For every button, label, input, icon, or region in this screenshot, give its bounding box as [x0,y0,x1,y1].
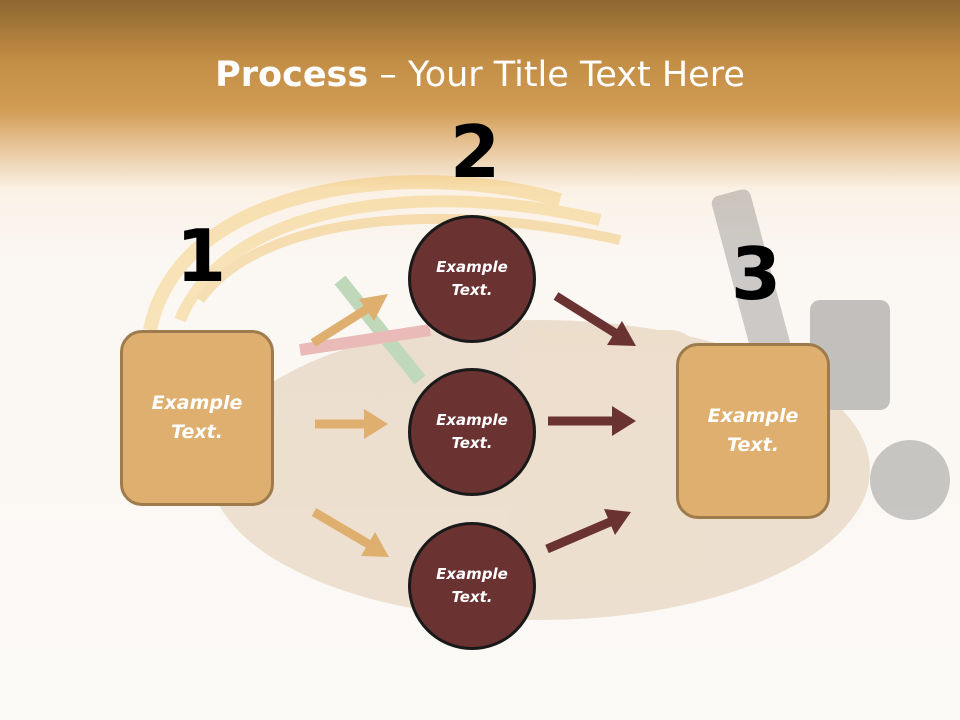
circle-top-text: Example Text. [436,258,508,299]
arrow-middle-to-right [548,406,636,436]
circle-middle-text: Example Text. [436,411,508,452]
arrow-left-to-bottom [311,508,389,557]
arrow-top-to-right [553,292,636,346]
circle-bottom-text: Example Text. [436,565,508,606]
arrow-bottom-to-right [545,509,631,554]
left-box-text: Example Text. [151,392,243,443]
step-number-3: 3 [731,232,782,316]
title-rest: – Your Title Text Here [368,55,745,95]
step-number-2: 2 [450,110,501,194]
right-process-box: Example Text. [676,343,830,519]
left-process-box: Example Text. [120,330,274,506]
circle-top: Example Text. [408,215,536,343]
arrow-left-to-top [310,294,388,347]
step-number-1: 1 [176,214,227,298]
circle-bottom: Example Text. [408,522,536,650]
arrow-left-to-middle [315,409,388,439]
circle-middle: Example Text. [408,368,536,496]
slide-title: Process – Your Title Text Here [0,52,960,98]
right-box-text: Example Text. [707,405,799,456]
title-bold: Process [215,55,369,95]
